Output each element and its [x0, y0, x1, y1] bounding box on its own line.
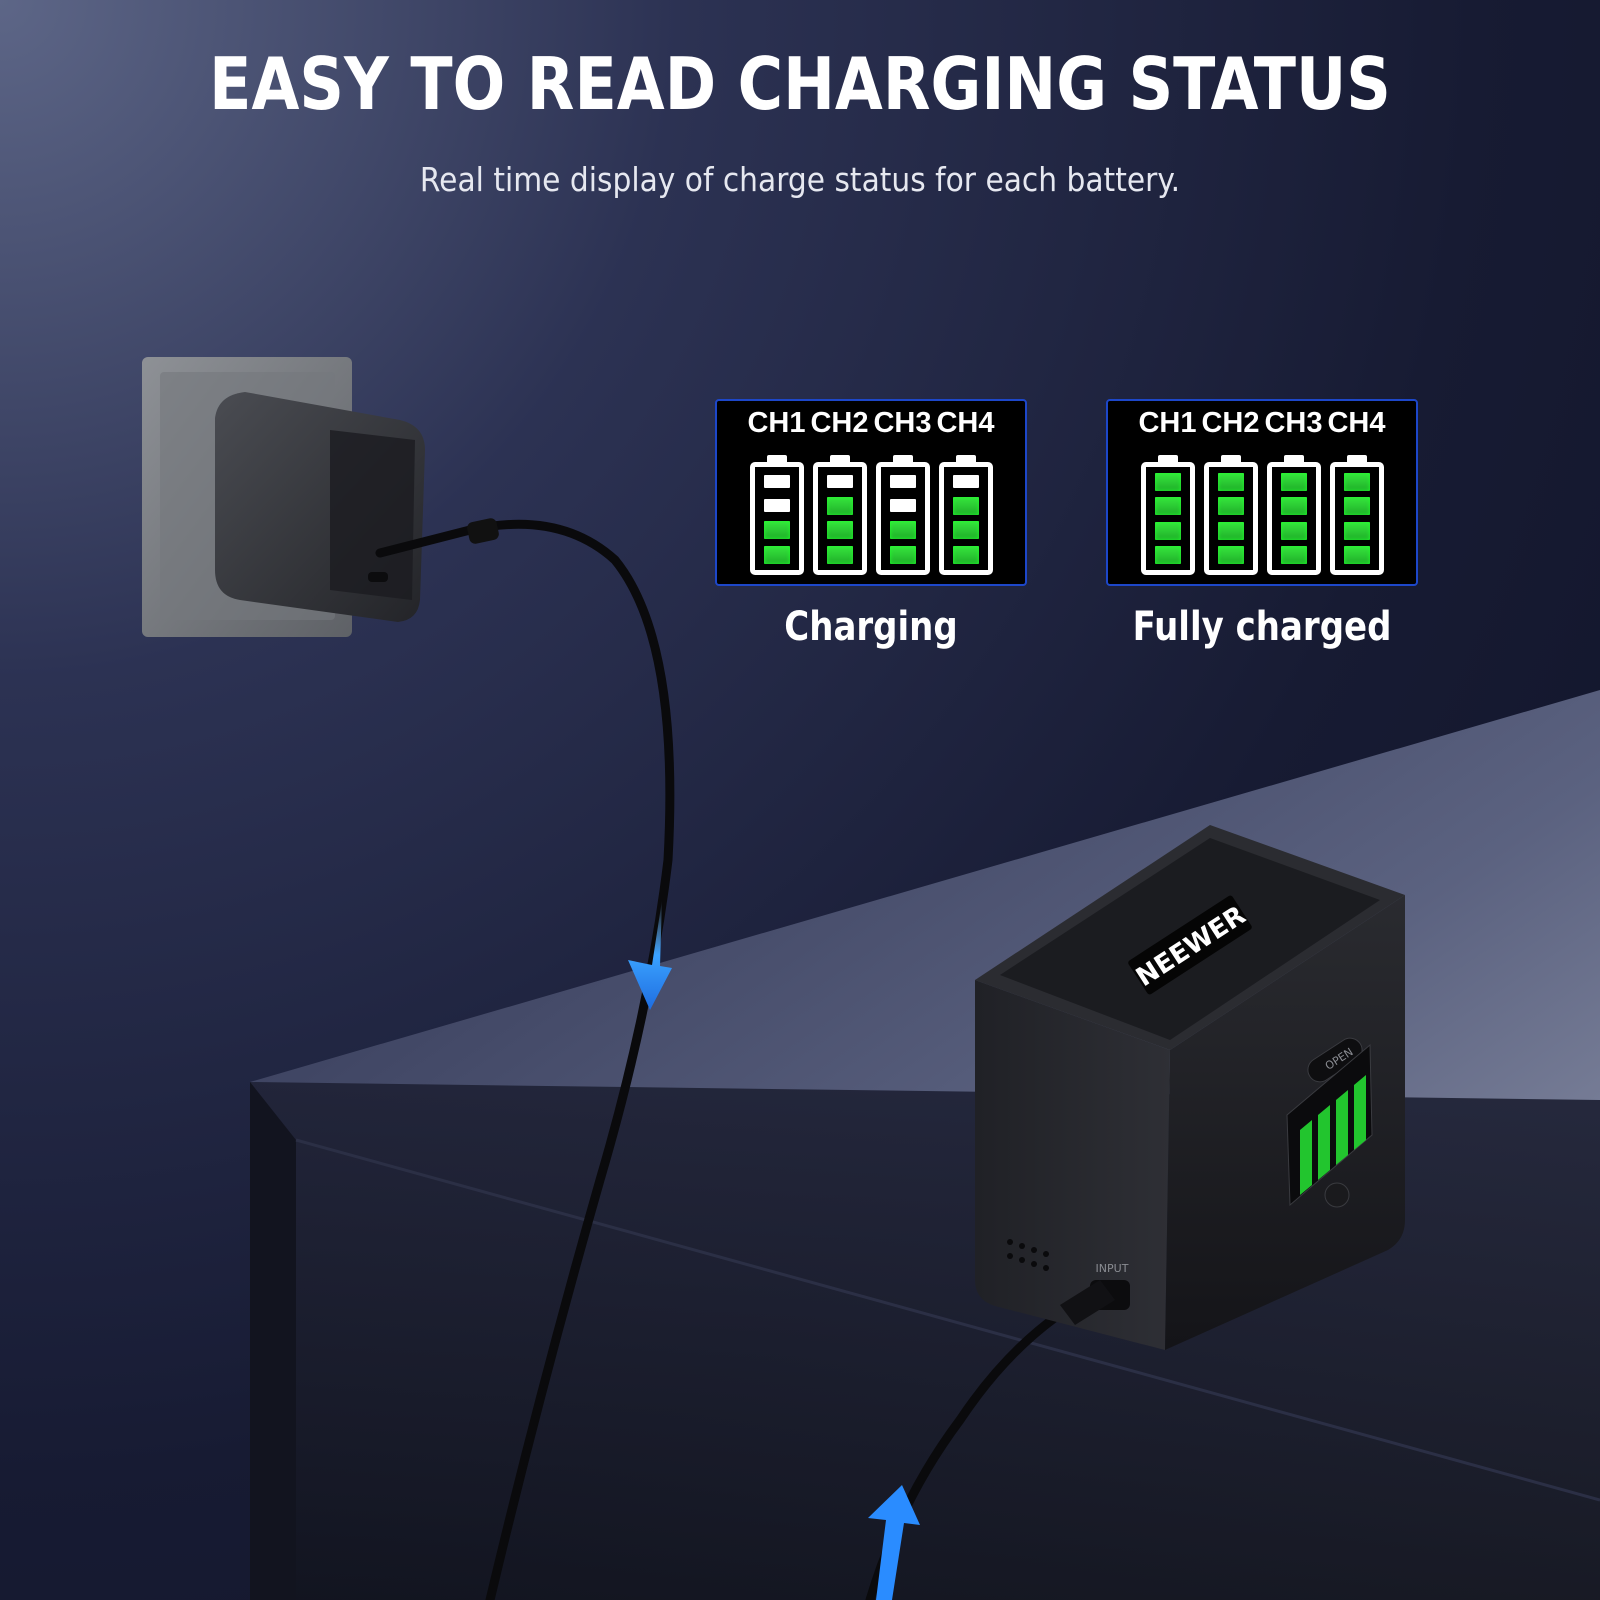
flow-arrow-icon [628, 900, 920, 1600]
battery-gauge-icon [1204, 455, 1258, 575]
charging-hub-icon: NEEWER OPEN [975, 825, 1405, 1350]
battery-gauge-icon [939, 455, 993, 575]
charge-segment-empty [890, 499, 916, 512]
channel-label: CH4 [1327, 407, 1386, 439]
charge-segment-filled [1281, 497, 1307, 516]
channel-label: CH2 [810, 407, 869, 439]
charge-segment-filled [1344, 545, 1370, 564]
charge-segment-filled [1155, 473, 1181, 491]
battery-gauge-icon [1330, 455, 1384, 575]
charge-segment-filled [827, 496, 853, 515]
charge-segment-filled [953, 545, 979, 564]
fully-charged-status-panel: CH1 CH2 CH3 CH4 [1106, 399, 1418, 586]
subheadline: Real time display of charge status for e… [419, 160, 1181, 199]
headline: EASY TO READ CHARGING STATUS [209, 42, 1391, 126]
charge-segment-filled [1218, 521, 1244, 540]
channel-labels: CH1 CH2 CH3 CH4 [1108, 407, 1416, 440]
channel-label: CH3 [873, 407, 932, 439]
battery-gauge-icon [1141, 455, 1195, 575]
channel-label: CH1 [747, 407, 806, 439]
charge-segment-filled [1218, 545, 1244, 564]
charge-segment-filled [827, 521, 853, 540]
charging-caption: Charging [784, 604, 958, 650]
charge-segment-empty [764, 475, 790, 488]
charge-segment-filled [1218, 497, 1244, 516]
charge-segment-empty [890, 475, 916, 488]
charge-segment-filled [827, 545, 853, 564]
channel-label: CH4 [936, 407, 995, 439]
charge-segment-filled [953, 521, 979, 540]
charge-segment-filled [1155, 545, 1181, 564]
charge-segment-filled [764, 546, 790, 564]
charge-segment-empty [953, 475, 979, 488]
fully-charged-caption: Fully charged [1132, 604, 1392, 650]
charge-segment-filled [1281, 521, 1307, 540]
battery-gauges [1141, 455, 1384, 575]
charge-segment-filled [1155, 521, 1181, 540]
channel-label: CH2 [1201, 407, 1260, 439]
wall-adapter-icon [142, 357, 425, 637]
battery-gauge-icon [1267, 455, 1321, 575]
charge-segment-filled [890, 521, 916, 539]
battery-gauge-icon [750, 455, 804, 575]
battery-gauges [750, 455, 993, 575]
device-status-display [1286, 1043, 1373, 1207]
channel-label: CH1 [1138, 407, 1197, 439]
charge-segment-filled [1344, 497, 1370, 516]
battery-gauge-icon [876, 455, 930, 575]
charge-segment-filled [1344, 521, 1370, 540]
charge-segment-empty [764, 499, 790, 512]
battery-gauge-icon [813, 455, 867, 575]
charge-segment-filled [1155, 497, 1181, 516]
charge-segment-filled [764, 521, 790, 539]
charge-segment-filled [953, 496, 979, 515]
charge-segment-empty [827, 475, 853, 488]
charge-segment-filled [890, 546, 916, 564]
charge-segment-filled [1281, 545, 1307, 564]
charge-segment-filled [1218, 473, 1244, 491]
input-port-label: INPUT [1096, 1262, 1129, 1275]
charging-status-panel: CH1 CH2 CH3 CH4 [715, 399, 1027, 586]
charge-segment-filled [1281, 473, 1307, 491]
channel-label: CH3 [1264, 407, 1323, 439]
charge-segment-filled [1344, 473, 1370, 491]
channel-labels: CH1 CH2 CH3 CH4 [717, 407, 1025, 440]
